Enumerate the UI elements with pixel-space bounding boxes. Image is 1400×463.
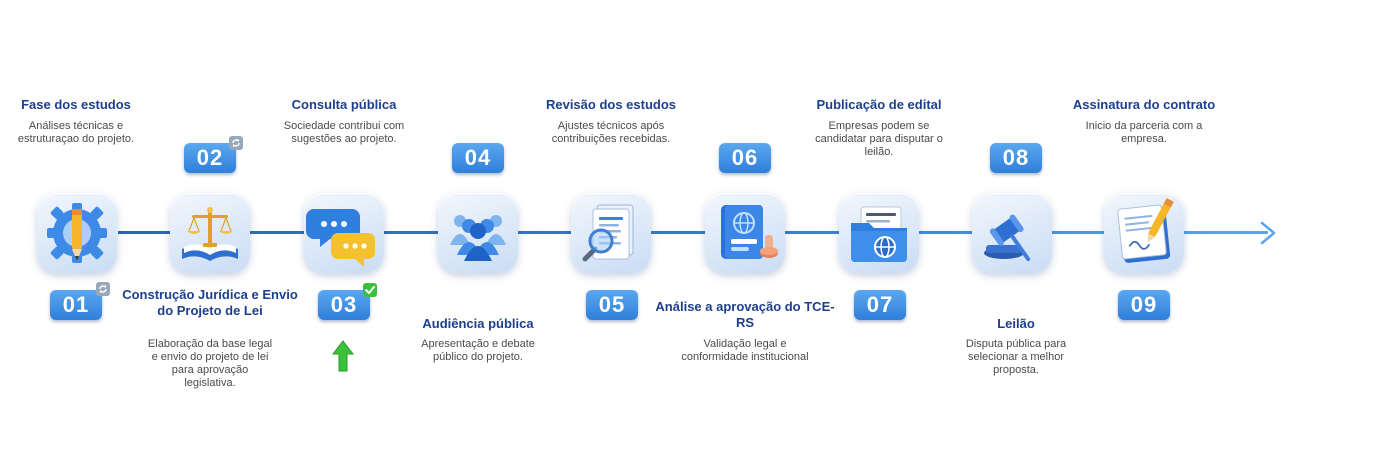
step-8-title: Leilão — [997, 316, 1035, 331]
timeline-line — [118, 231, 1268, 234]
people-group-icon — [438, 193, 518, 273]
folder-globe-icon — [839, 193, 919, 273]
step-2-title: Construção Jurídica e Envio do Projeto d… — [122, 287, 298, 318]
step-8-description: Disputa pública para selecionar a melhor… — [965, 338, 1067, 376]
step-2-number-badge: 02 — [184, 143, 236, 173]
step-9-description: Inicio da parceria com a empresa. — [1085, 120, 1203, 145]
step-8-number-badge: 08 — [990, 143, 1042, 173]
step-3-description: Sociedade contribui com sugestões ao pro… — [283, 120, 405, 145]
passport-stamp-icon — [705, 193, 785, 273]
arrow-up-icon — [332, 340, 354, 372]
refresh-icon — [96, 282, 110, 296]
step-3-title: Consulta pública — [291, 97, 397, 112]
signed-contract-icon — [1104, 193, 1184, 273]
gear-pencil-icon — [37, 193, 117, 273]
step-6-title: Análise a aprovação do TCE-RS — [655, 299, 835, 330]
chat-bubbles-icon — [304, 193, 384, 273]
step-4-number-badge: 04 — [452, 143, 504, 173]
step-7-description: Empresas podem se candidatar para disput… — [815, 120, 943, 158]
step-5-description: Ajustes técnicos após contribuições rece… — [551, 120, 671, 145]
step-7-number-badge: 07 — [854, 290, 906, 320]
scales-book-icon — [170, 193, 250, 273]
step-5-title: Revisão dos estudos — [545, 97, 677, 112]
document-magnifier-icon — [571, 193, 651, 273]
check-icon — [363, 283, 377, 297]
step-3-number-badge: 03 — [318, 290, 370, 320]
step-6-description: Validação legal e conformidade instituci… — [681, 338, 809, 363]
step-1-number-badge: 01 — [50, 290, 102, 320]
step-9-title: Assinatura do contrato — [1072, 97, 1216, 112]
step-9-number-badge: 09 — [1118, 290, 1170, 320]
gavel-icon — [972, 193, 1052, 273]
step-1-description: Análises técnicas e estruturaçao do proj… — [17, 120, 135, 145]
timeline-arrow-icon — [1260, 221, 1276, 245]
step-7-title: Publicação de edital — [816, 97, 942, 112]
step-1-title: Fase dos estudos — [21, 97, 131, 112]
step-6-number-badge: 06 — [719, 143, 771, 173]
step-4-title: Audiência pública — [422, 316, 534, 331]
step-4-description: Apresentação e debate público do projeto… — [421, 338, 535, 363]
step-5-number-badge: 05 — [586, 290, 638, 320]
step-2-description: Elaboração da base legal e envio do proj… — [147, 338, 273, 389]
refresh-icon — [229, 136, 243, 150]
